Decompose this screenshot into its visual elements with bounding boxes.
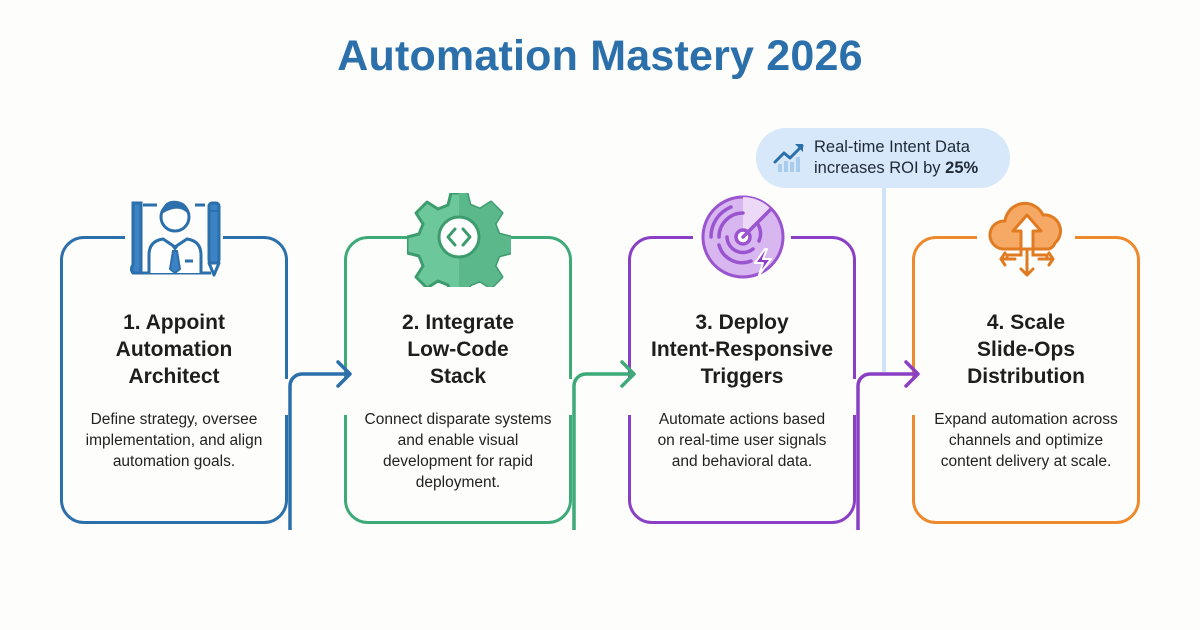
card-border-gap xyxy=(281,379,291,415)
step-card-1: 1. Appoint Automation Architect Define s… xyxy=(60,200,291,524)
step-title-line: Intent-Responsive xyxy=(650,338,834,361)
connector-arrow-1-to-2 xyxy=(288,360,352,530)
step-title-line: Low-Code xyxy=(407,338,509,361)
card-border-gap xyxy=(625,379,635,415)
callout-line-1: Real-time Intent Data xyxy=(814,138,970,156)
card-border-gap xyxy=(565,379,575,415)
step-title-line: Distribution xyxy=(967,365,1085,388)
cloud-distribution-icon xyxy=(988,201,1062,277)
step-title-line: 4. Scale xyxy=(986,311,1066,334)
step-title: 3. Deploy Intent-Responsive Triggers xyxy=(631,309,853,390)
step-title-line: Triggers xyxy=(700,365,784,388)
radar-lightning-icon xyxy=(701,195,785,279)
connector-arrow-3-to-4 xyxy=(856,360,920,530)
step-card-3: 3. Deploy Intent-Responsive Triggers Aut… xyxy=(625,195,859,524)
callout-roi-value: 25% xyxy=(945,159,979,177)
step-title: 1. Appoint Automation Architect xyxy=(63,309,285,390)
step-title: 4. Scale Slide-Ops Distribution xyxy=(915,309,1137,390)
step-title-line: 1. Appoint xyxy=(123,311,225,334)
callout-line-2-prefix: increases ROI by xyxy=(814,159,946,177)
callout-text: Real-time Intent Data increases ROI by 2… xyxy=(814,137,978,179)
callout-line-2: increases ROI by 25% xyxy=(814,158,978,179)
step-description: Expand automation across channels and op… xyxy=(934,411,1118,470)
step-title: 2. Integrate Low-Code Stack xyxy=(347,309,569,390)
step-title-line: 2. Integrate xyxy=(401,311,515,334)
step-card-4: 4. Scale Slide-Ops Distribution Expand a… xyxy=(909,201,1140,524)
step-description: Define strategy, oversee implementation,… xyxy=(85,411,263,470)
connector-arrow-2-to-3 xyxy=(572,360,636,530)
card-border-gap xyxy=(909,379,919,415)
card-border-gap xyxy=(849,379,859,415)
step-title-line: Automation xyxy=(115,338,233,361)
step-title-line: 3. Deploy xyxy=(695,311,789,334)
architect-person-icon xyxy=(130,200,221,277)
step-card-2: 2. Integrate Low-Code Stack Connect disp… xyxy=(341,193,575,524)
step-title-line: Stack xyxy=(429,365,487,388)
roi-callout: Real-time Intent Data increases ROI by 2… xyxy=(756,128,1010,188)
step-title-line: Architect xyxy=(128,365,220,388)
card-border-gap xyxy=(125,233,223,243)
card-border-gap xyxy=(341,379,351,415)
step-description: Connect disparate systems and enable vis… xyxy=(364,411,552,491)
trending-up-chart-icon xyxy=(773,144,804,172)
step-title-line: Slide-Ops xyxy=(976,338,1076,361)
code-gear-icon xyxy=(407,193,511,287)
callout-connector-line xyxy=(882,186,886,372)
page-title: Automation Mastery 2026 xyxy=(337,32,863,80)
step-description: Automate actions based on real-time user… xyxy=(657,411,827,470)
